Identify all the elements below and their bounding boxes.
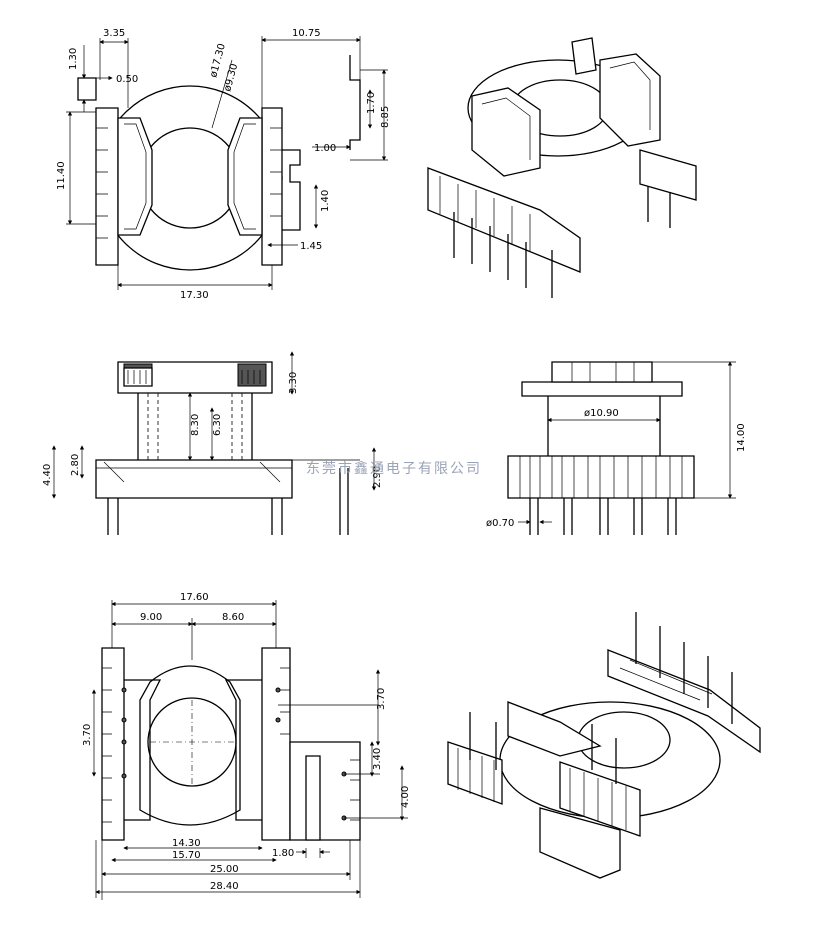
dim-1-00: 1.00 — [314, 143, 336, 154]
dim-8-60: 8.60 — [222, 612, 244, 623]
dim-8-30: 8.30 — [190, 414, 201, 436]
dim-17-30: 17.30 — [180, 290, 209, 301]
dim-15-70: 15.70 — [172, 850, 201, 861]
company-watermark: 东莞市鑫通电子有限公司 — [306, 460, 482, 477]
dim-1-70: 1.70 — [366, 92, 377, 114]
bottom-view: 17.60 9.00 8.60 3.70 3.70 3.40 4.00 14.3… — [82, 592, 411, 900]
dim-17-60: 17.60 — [180, 592, 209, 603]
dim-14-00: 14.00 — [736, 423, 747, 452]
isometric-view-top — [427, 37, 697, 298]
dim-1-80: 1.80 — [272, 848, 294, 859]
dim-2-90: 2.90 — [372, 466, 383, 488]
dim-0-50: 0.50 — [116, 74, 138, 85]
dim-11-40: 11.40 — [56, 161, 67, 190]
dim-2-80: 2.80 — [70, 454, 81, 476]
dim-1-45: 1.45 — [300, 241, 322, 252]
dim-1-40: 1.40 — [320, 190, 331, 212]
dim-phi-17-30: ø17.30 — [208, 42, 228, 78]
dim-8-85: 8.85 — [380, 106, 391, 128]
top-view: 3.35 1.30 0.50 ø17.30 ø9.30 10.75 1.70 8… — [56, 28, 391, 301]
dim-25-00: 25.00 — [210, 864, 239, 875]
dim-28-40: 28.40 — [210, 881, 239, 892]
dim-3-40: 3.40 — [372, 748, 383, 770]
dim-3-70-left: 3.70 — [82, 724, 93, 746]
dim-10-75: 10.75 — [292, 28, 321, 39]
dim-phi-0-70: ø0.70 — [486, 518, 514, 529]
dim-3-70-right: 3.70 — [376, 688, 387, 710]
front-view: 3.30 8.30 6.30 4.40 2.80 2.90 — [42, 351, 383, 535]
dim-9-00: 9.00 — [140, 612, 162, 623]
dim-14-30: 14.30 — [172, 838, 201, 849]
isometric-view-bottom — [447, 612, 761, 879]
dim-3-35: 3.35 — [103, 28, 125, 39]
side-view: ø10.90 14.00 ø0.70 — [486, 361, 747, 535]
dim-phi-9-30: ø9.30 — [222, 63, 240, 93]
dim-3-30: 3.30 — [288, 372, 299, 394]
dim-4-40: 4.40 — [42, 464, 53, 486]
dim-phi-10-90: ø10.90 — [584, 408, 619, 419]
dim-4-00: 4.00 — [400, 786, 411, 808]
dim-1-30: 1.30 — [68, 48, 79, 70]
dim-6-30: 6.30 — [212, 414, 223, 436]
